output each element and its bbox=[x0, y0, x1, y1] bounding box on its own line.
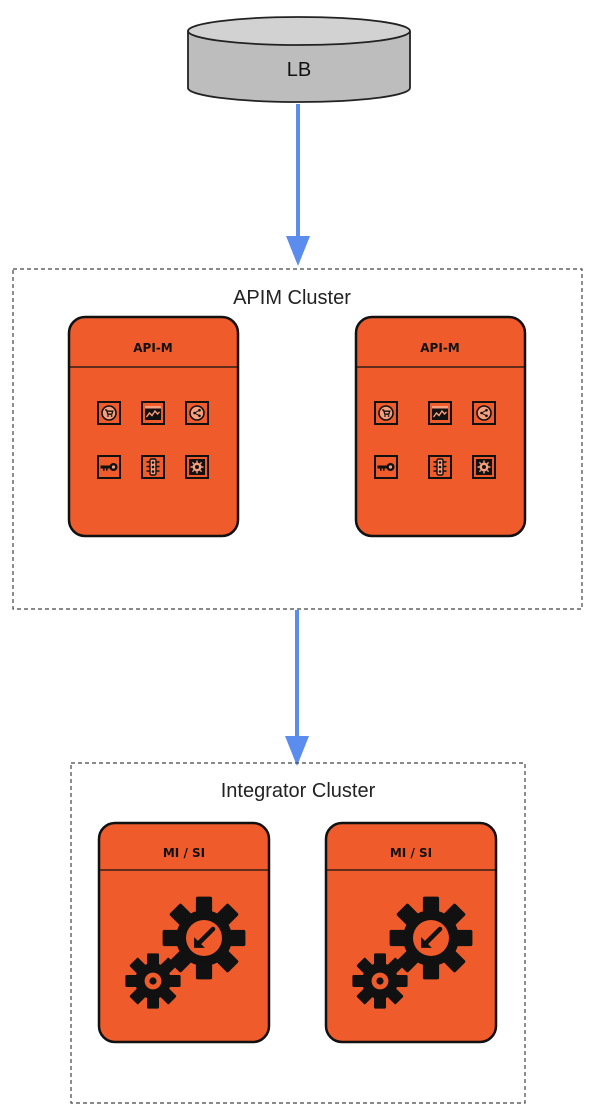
key-icon bbox=[97, 455, 121, 479]
apim-node-1[interactable]: API-M bbox=[67, 315, 240, 538]
apim-node-2[interactable]: API-M bbox=[354, 315, 527, 538]
integrator-cluster-border bbox=[70, 762, 526, 1104]
traffic-light-icon bbox=[428, 455, 452, 479]
analytics-icon bbox=[141, 401, 165, 425]
integrator-cluster-title: Integrator Cluster bbox=[221, 780, 376, 802]
chip-gear-icon bbox=[472, 455, 496, 479]
analytics-icon bbox=[428, 401, 452, 425]
apim-cluster-title: APIM Cluster bbox=[233, 287, 351, 309]
key-icon bbox=[374, 455, 398, 479]
integrator-node-label: MI / SI bbox=[390, 846, 432, 860]
traffic-light-icon bbox=[141, 455, 165, 479]
integrator-node-1[interactable]: MI / SI bbox=[97, 821, 271, 1044]
load-balancer-label: LB bbox=[287, 59, 311, 81]
share-icon bbox=[185, 401, 209, 425]
chip-gear-icon bbox=[185, 455, 209, 479]
apim-cluster: APIM Cluster API-M API-M bbox=[12, 268, 583, 610]
share-icon bbox=[472, 401, 496, 425]
apim-node-card bbox=[354, 315, 527, 538]
load-balancer[interactable]: LB bbox=[187, 16, 411, 103]
apim-node-label: API-M bbox=[133, 341, 172, 355]
apim-cluster-border bbox=[12, 268, 583, 610]
arrow-lb-to-apim bbox=[286, 104, 310, 266]
shopping-cart-icon bbox=[97, 401, 121, 425]
integrator-node-label: MI / SI bbox=[163, 846, 205, 860]
shopping-cart-icon bbox=[374, 401, 398, 425]
apim-node-label: API-M bbox=[420, 341, 459, 355]
apim-node-card bbox=[67, 315, 240, 538]
integrator-node-2[interactable]: MI / SI bbox=[324, 821, 498, 1044]
arrow-apim-to-integrator bbox=[285, 610, 309, 766]
integrator-cluster: Integrator Cluster MI / SI MI / SI bbox=[70, 762, 526, 1104]
